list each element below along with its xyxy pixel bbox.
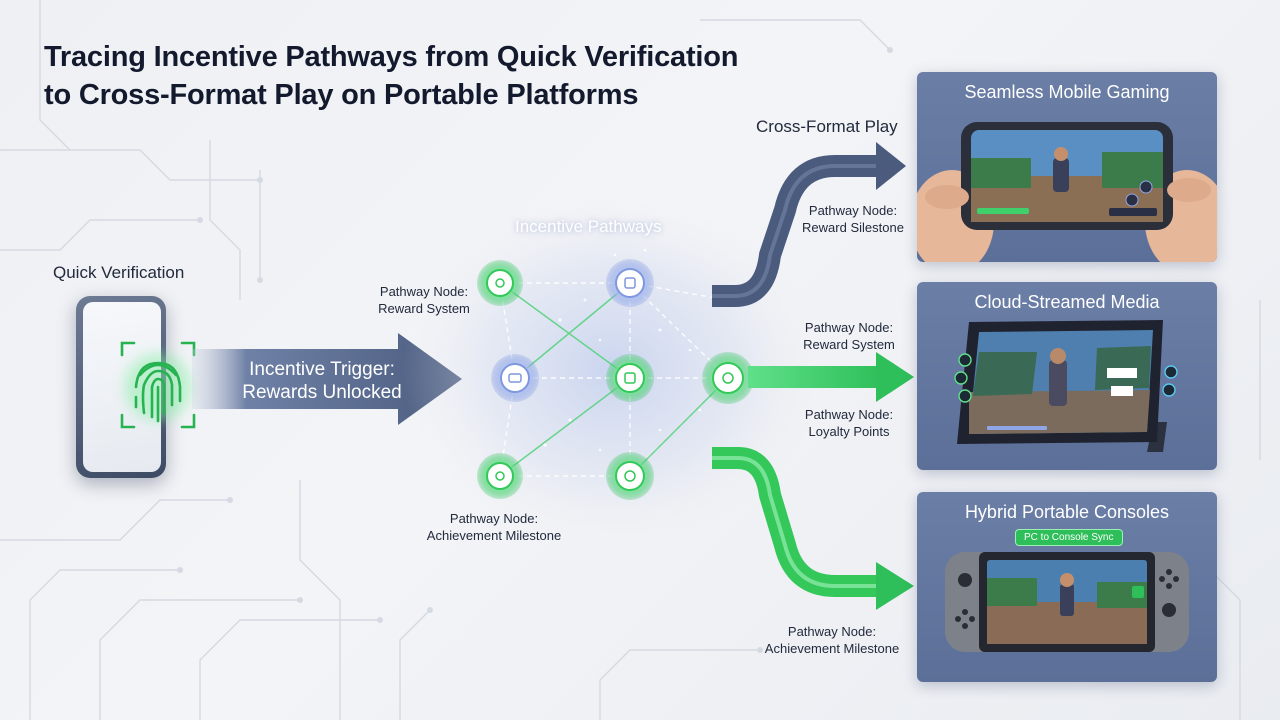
node-label-heading: Pathway Node: — [804, 407, 894, 422]
node-label-value: Achievement Milestone — [426, 528, 562, 543]
node-label-value: Reward Silestone — [802, 220, 904, 235]
pathway-node-top-center — [606, 259, 654, 307]
node-label-loyalty-points: Pathway Node: Loyalty Points — [793, 406, 905, 440]
title-line-2: to Cross-Format Play on Portable Platfor… — [44, 79, 639, 111]
node-label-value: Achievement Milestone — [764, 641, 900, 656]
incentive-pathways-title: Incentive Pathways — [515, 217, 662, 236]
node-label-heading: Pathway Node: — [449, 511, 539, 526]
cloud-stream-illustration — [954, 320, 1178, 452]
panel-hybrid-portable-consoles: Hybrid Portable Consoles PC to Console S… — [917, 492, 1217, 682]
fingerprint-icon — [120, 341, 196, 429]
node-label-value: Loyalty Points — [808, 424, 890, 439]
incentive-trigger-text: Incentive Trigger: Rewards Unlocked — [232, 358, 412, 404]
panel-title-mobile: Seamless Mobile Gaming — [964, 82, 1170, 102]
node-label-reward-silestone: Pathway Node: Reward Silestone — [793, 202, 913, 236]
node-label-reward-system-right: Pathway Node: Reward System — [793, 319, 905, 353]
node-label-value: Reward System — [803, 337, 895, 352]
quick-verification-label: Quick Verification — [53, 263, 185, 282]
portable-console-illustration — [945, 552, 1189, 652]
pathway-node-mid-left — [491, 354, 539, 402]
node-label-heading: Pathway Node: — [379, 284, 469, 299]
node-label-reward-system-left: Pathway Node: Reward System — [368, 283, 480, 317]
pc-console-sync-badge: PC to Console Sync — [1015, 529, 1123, 546]
panel-title-cloud: Cloud-Streamed Media — [974, 292, 1160, 312]
panel-seamless-mobile-gaming: Seamless Mobile Gaming — [917, 72, 1217, 262]
cloud-stream-arrow — [748, 352, 914, 402]
node-label-heading: Pathway Node: — [787, 624, 877, 639]
node-label-achievement-bottom: Pathway Node: Achievement Milestone — [414, 510, 574, 544]
pathway-node-bottom-center — [606, 452, 654, 500]
console-arrow — [712, 447, 914, 610]
cross-format-play-label: Cross-Format Play — [756, 117, 898, 136]
pathway-node-mid-right — [702, 352, 754, 404]
trigger-line-2: Rewards Unlocked — [242, 382, 402, 403]
pathway-node-bottom-left — [477, 453, 523, 499]
node-label-achievement-right: Pathway Node: Achievement Milestone — [752, 623, 912, 657]
incentive-trigger-arrow — [192, 333, 462, 425]
pathway-node-center — [606, 354, 654, 402]
mobile-gaming-illustration — [917, 122, 1217, 262]
cross-format-arrow — [712, 142, 906, 307]
node-label-heading: Pathway Node: — [804, 320, 894, 335]
trigger-line-1: Incentive Trigger: — [249, 359, 395, 380]
node-label-heading: Pathway Node: — [808, 203, 898, 218]
node-label-value: Reward System — [378, 301, 470, 316]
title-line-1: Tracing Incentive Pathways from Quick Ve… — [44, 41, 739, 73]
page-title: Tracing Incentive Pathways from Quick Ve… — [44, 38, 864, 114]
panel-cloud-streamed-media: Cloud-Streamed Media — [917, 282, 1217, 470]
pathway-node-top-left — [477, 260, 523, 306]
panel-title-console: Hybrid Portable Consoles — [964, 502, 1170, 522]
